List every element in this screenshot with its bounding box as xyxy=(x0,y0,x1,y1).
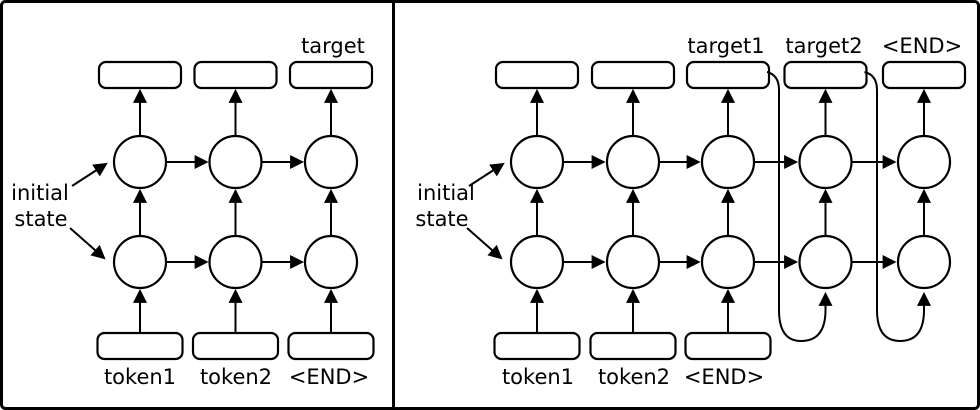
rnn-cell xyxy=(208,234,263,290)
feedback-arrow-target2 xyxy=(864,71,931,343)
initial-state-label: state xyxy=(415,207,468,231)
right-panel: target1 target2 <END> token1 token2 <END… xyxy=(415,34,967,389)
rnn-cell xyxy=(798,134,853,190)
token-label: token2 xyxy=(200,365,272,389)
rnn-cell xyxy=(700,234,756,290)
target-label: target2 xyxy=(785,34,862,58)
rnn-cell xyxy=(112,234,168,290)
target-label: <END> xyxy=(882,34,962,58)
rnn-cell xyxy=(605,134,661,190)
initial-state-label: initial xyxy=(417,181,475,205)
token-label: token1 xyxy=(502,365,574,389)
output-box xyxy=(783,60,868,90)
output-box xyxy=(193,60,278,90)
rnn-cell xyxy=(896,234,952,290)
rnn-cell xyxy=(509,134,565,190)
output-box xyxy=(590,60,676,90)
input-box xyxy=(684,331,772,361)
output-box xyxy=(288,60,374,90)
output-box xyxy=(97,60,183,90)
output-box xyxy=(494,60,580,90)
input-box xyxy=(287,331,375,361)
rnn-cell xyxy=(208,134,263,190)
arrow-initial-state xyxy=(71,162,108,187)
arrow-initial-state xyxy=(466,227,503,260)
token-label: token1 xyxy=(104,365,176,389)
arrow-initial-state xyxy=(69,227,106,260)
initial-state-label: initial xyxy=(11,181,69,205)
input-box xyxy=(96,331,184,361)
rnn-cell xyxy=(112,134,168,190)
input-box xyxy=(493,331,581,361)
input-box xyxy=(589,331,677,361)
rnn-cell xyxy=(798,234,853,290)
token-label: <END> xyxy=(684,365,764,389)
rnn-cell xyxy=(303,234,359,290)
input-box xyxy=(191,331,280,361)
initial-state-label: state xyxy=(14,207,67,231)
left-panel: target token1 token2 <END> initial state xyxy=(11,34,375,389)
output-box xyxy=(881,60,967,90)
arrow-initial-state xyxy=(468,162,505,187)
output-box xyxy=(685,60,771,90)
token-label: token2 xyxy=(598,365,670,389)
rnn-cell xyxy=(896,134,952,190)
rnn-cell xyxy=(303,134,359,190)
target-label: target1 xyxy=(687,34,764,58)
rnn-cell xyxy=(509,234,565,290)
rnn-cell xyxy=(605,234,661,290)
rnn-cell xyxy=(700,134,756,190)
token-label: <END> xyxy=(289,365,369,389)
feedback-arrow-target1 xyxy=(766,71,833,343)
target-label: target xyxy=(301,34,365,58)
